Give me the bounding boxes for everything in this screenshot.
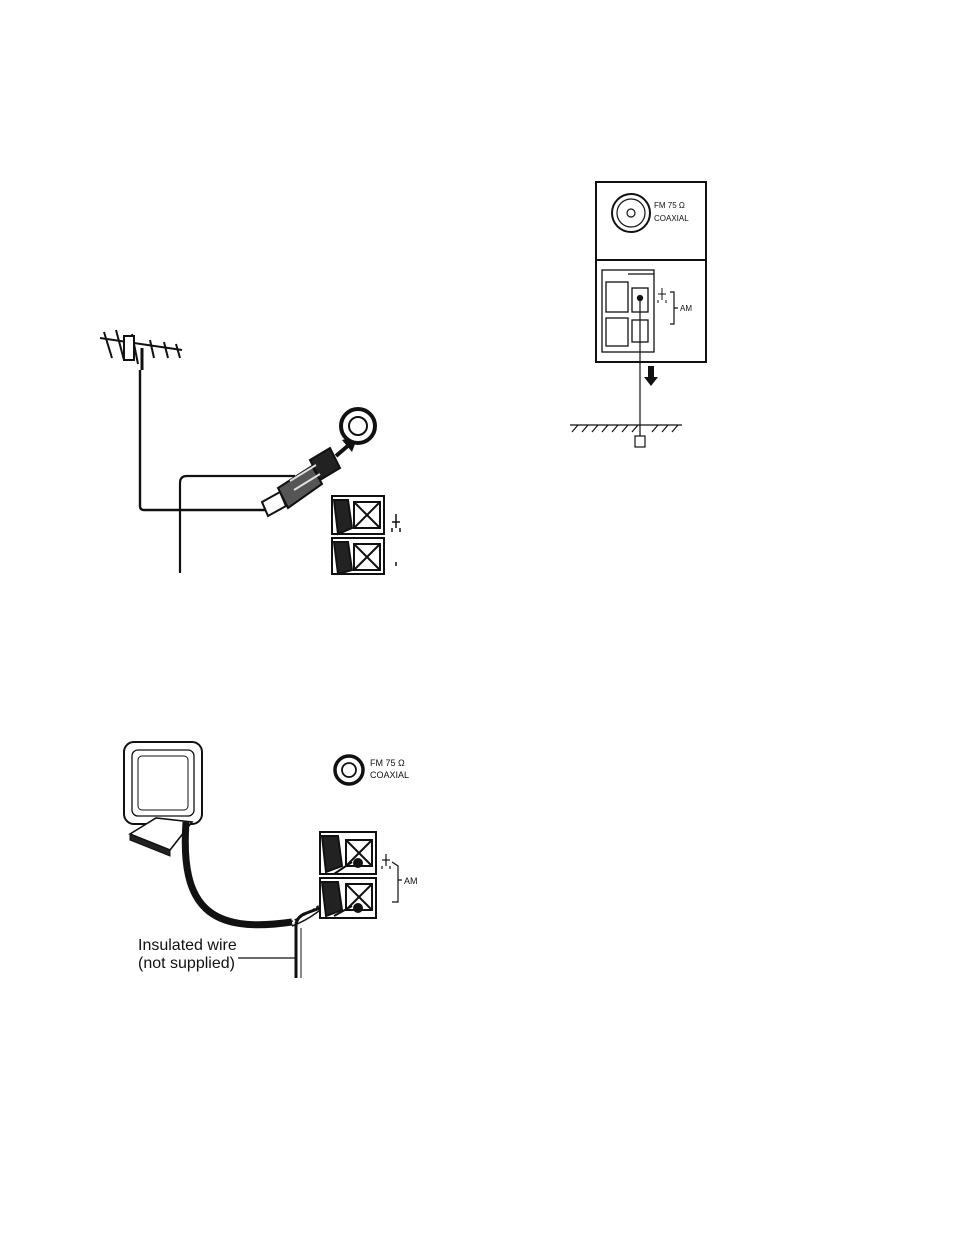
am-loop-antenna-icon xyxy=(124,742,202,856)
fm-label: FM 75 Ω xyxy=(370,758,405,768)
coaxial-label: COAXIAL xyxy=(654,214,689,223)
ground-symbol-icon xyxy=(392,514,400,532)
insulated-wire-caption: Insulated wire (not supplied) xyxy=(138,937,237,973)
outdoor-fm-antenna-drawing xyxy=(90,318,420,580)
down-arrow-icon xyxy=(644,366,658,386)
ground-connection-figure: FM 75 Ω COAXIAL AM xyxy=(570,178,710,463)
am-label: AM xyxy=(680,304,692,313)
am-bracket xyxy=(392,862,402,902)
caption-line-2: (not supplied) xyxy=(138,955,237,973)
am-terminal-block xyxy=(320,832,376,918)
outdoor-antenna-icon xyxy=(100,330,182,370)
secondary-cable xyxy=(180,476,295,573)
fm-label: FM 75 Ω xyxy=(654,201,685,210)
caption-line-1: Insulated wire xyxy=(138,937,237,955)
am-terminal-block xyxy=(602,270,654,352)
fm-coaxial-jack xyxy=(341,409,375,443)
fm-coaxial-jack xyxy=(335,756,363,784)
ground-symbol-icon xyxy=(382,854,390,869)
ground-surface xyxy=(570,425,682,432)
coaxial-label: COAXIAL xyxy=(370,770,409,780)
fm-coaxial-jack xyxy=(612,194,650,232)
ground-connection-drawing: FM 75 Ω COAXIAL AM xyxy=(570,178,710,463)
am-loop-antenna-figure: FM 75 Ω COAXIAL AM xyxy=(120,738,420,978)
loop-antenna-lead xyxy=(185,822,292,925)
coaxial-plug xyxy=(262,448,340,516)
outdoor-fm-antenna-figure xyxy=(90,318,420,580)
ground-rod xyxy=(635,436,645,447)
fm-antenna-cable xyxy=(140,370,265,510)
am-terminal-block xyxy=(332,496,384,574)
am-label: AM xyxy=(404,876,418,886)
